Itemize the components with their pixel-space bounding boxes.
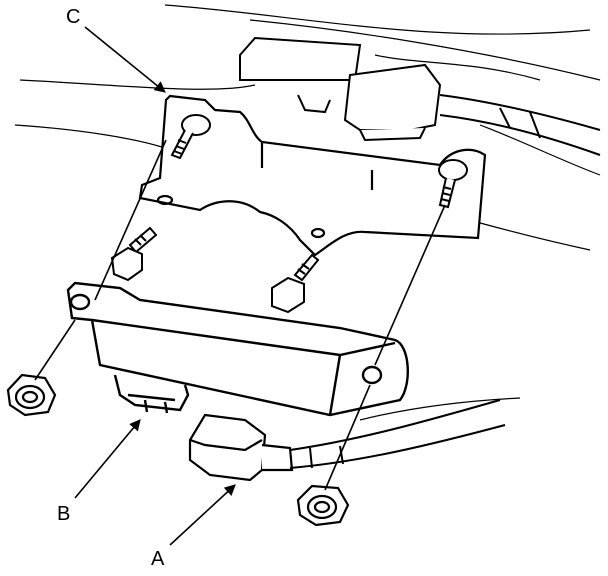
nut-bottom — [296, 484, 350, 527]
callout-leaders — [74, 26, 236, 546]
bolt-middle-left — [110, 226, 158, 282]
assembly-guide-lines — [34, 139, 446, 491]
nut-left — [6, 373, 57, 417]
lower-harness — [289, 399, 506, 469]
upper-connector — [239, 36, 442, 142]
callout-label-c: C — [66, 6, 81, 28]
lower-connector — [188, 413, 294, 482]
callout-label-b: B — [57, 503, 71, 525]
bolt-upper-right — [438, 159, 468, 209]
bracket-c — [138, 94, 487, 257]
control-module — [66, 281, 409, 417]
bolt-upper-left — [170, 114, 211, 160]
callout-label-a: A — [151, 548, 165, 570]
bolt-middle-center — [271, 253, 320, 314]
upper-harness — [439, 94, 601, 156]
